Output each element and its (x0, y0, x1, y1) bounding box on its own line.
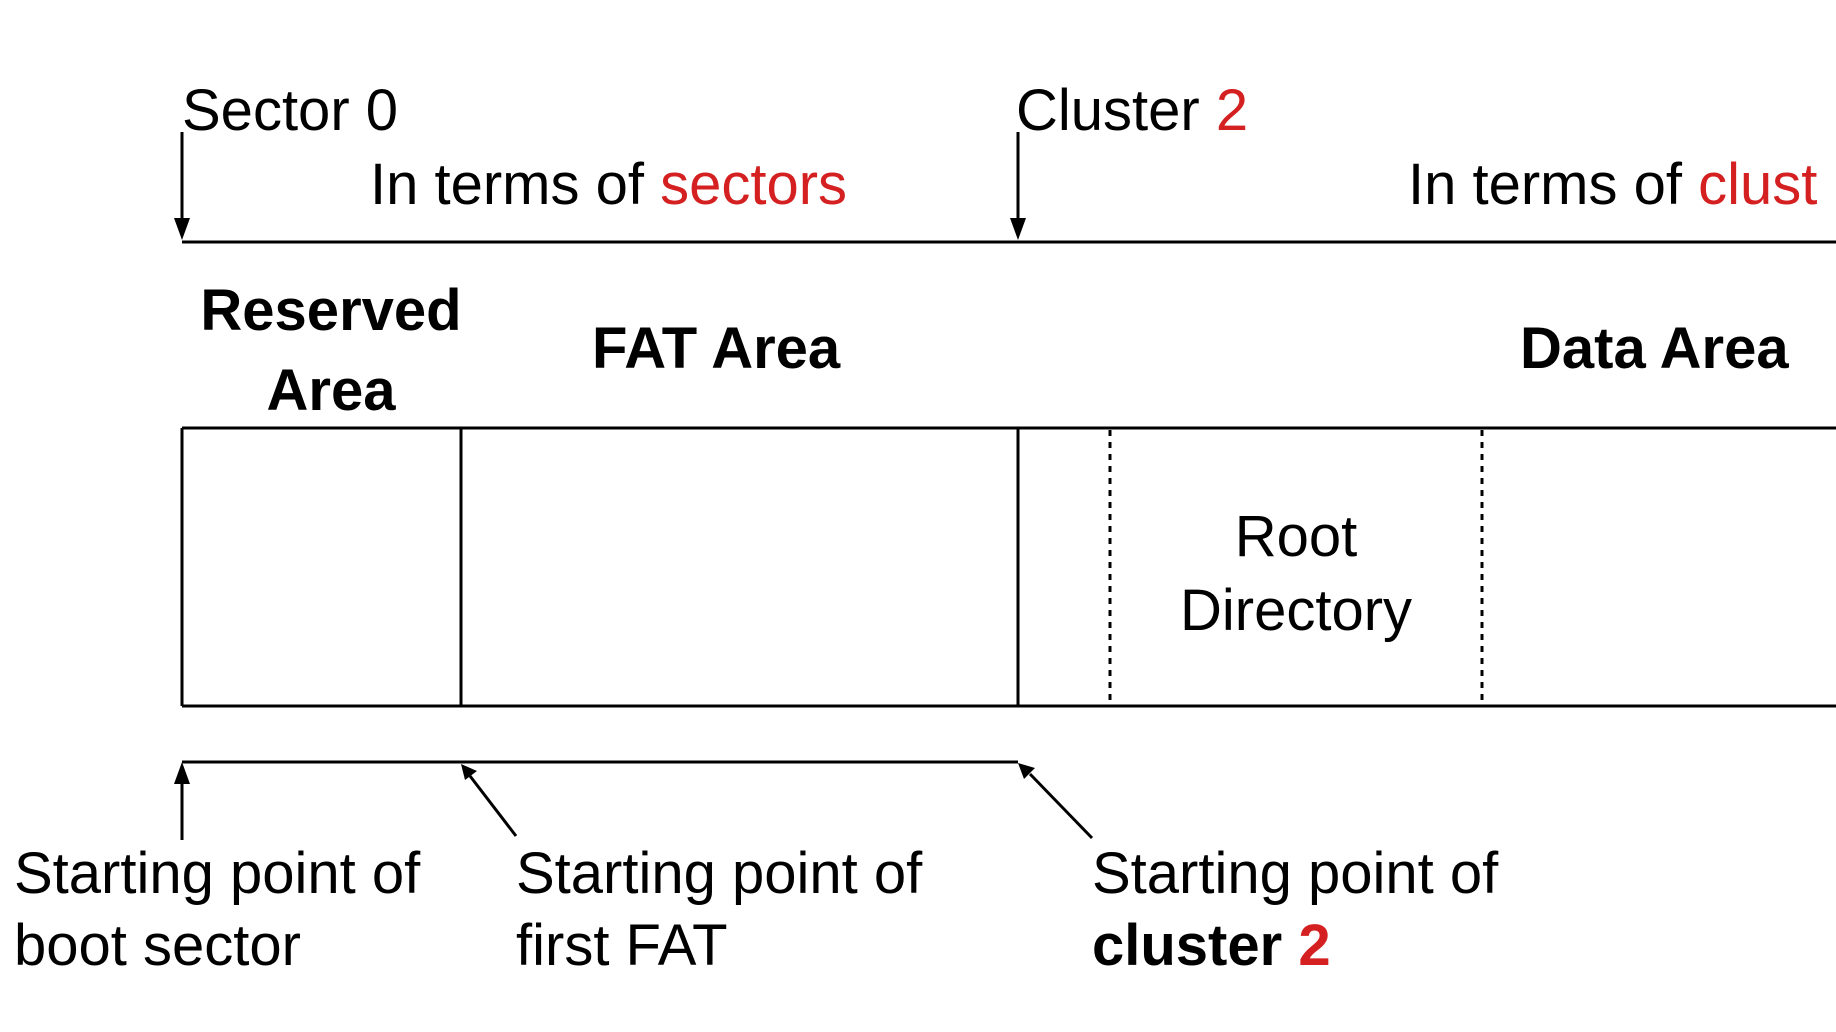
terms-sectors-word: sectors (660, 152, 848, 217)
root-directory-label: Root Directory (1179, 504, 1413, 643)
sector0-arrow (174, 132, 190, 240)
cluster2-arrow (1010, 132, 1026, 240)
first-fat-start-label: Starting point of first FAT (516, 841, 923, 978)
terms-prefix-2: In terms of (1408, 152, 1682, 217)
cluster-number: 2 (1215, 78, 1249, 143)
terms-sectors-label: In terms of sectors (370, 156, 847, 214)
cluster-start-number: 2 (1298, 913, 1331, 978)
boot-sector-arrow (174, 762, 190, 840)
terms-clusters-label: In terms of clust (1408, 156, 1817, 214)
terms-clusters-word: clust (1698, 152, 1818, 217)
layout-box (180, 426, 1836, 708)
sector0-label: Sector 0 (182, 78, 398, 143)
reserved-area-heading: Reserved Area (200, 278, 462, 423)
terms-prefix: In terms of (370, 152, 644, 217)
cluster2-label: Cluster 2 (1016, 82, 1248, 140)
cluster2-start-arrow (1018, 763, 1094, 840)
cluster-start-word: cluster (1092, 913, 1283, 978)
cluster2-start-label: Starting point of cluster 2 (1092, 841, 1499, 978)
first-fat-arrow (461, 764, 518, 837)
boot-sector-start-label: Starting point of boot sector (14, 841, 421, 978)
fat-area-heading: FAT Area (592, 316, 841, 381)
data-area-heading: Data Area (1520, 316, 1789, 381)
cluster-word: Cluster (1016, 78, 1200, 143)
